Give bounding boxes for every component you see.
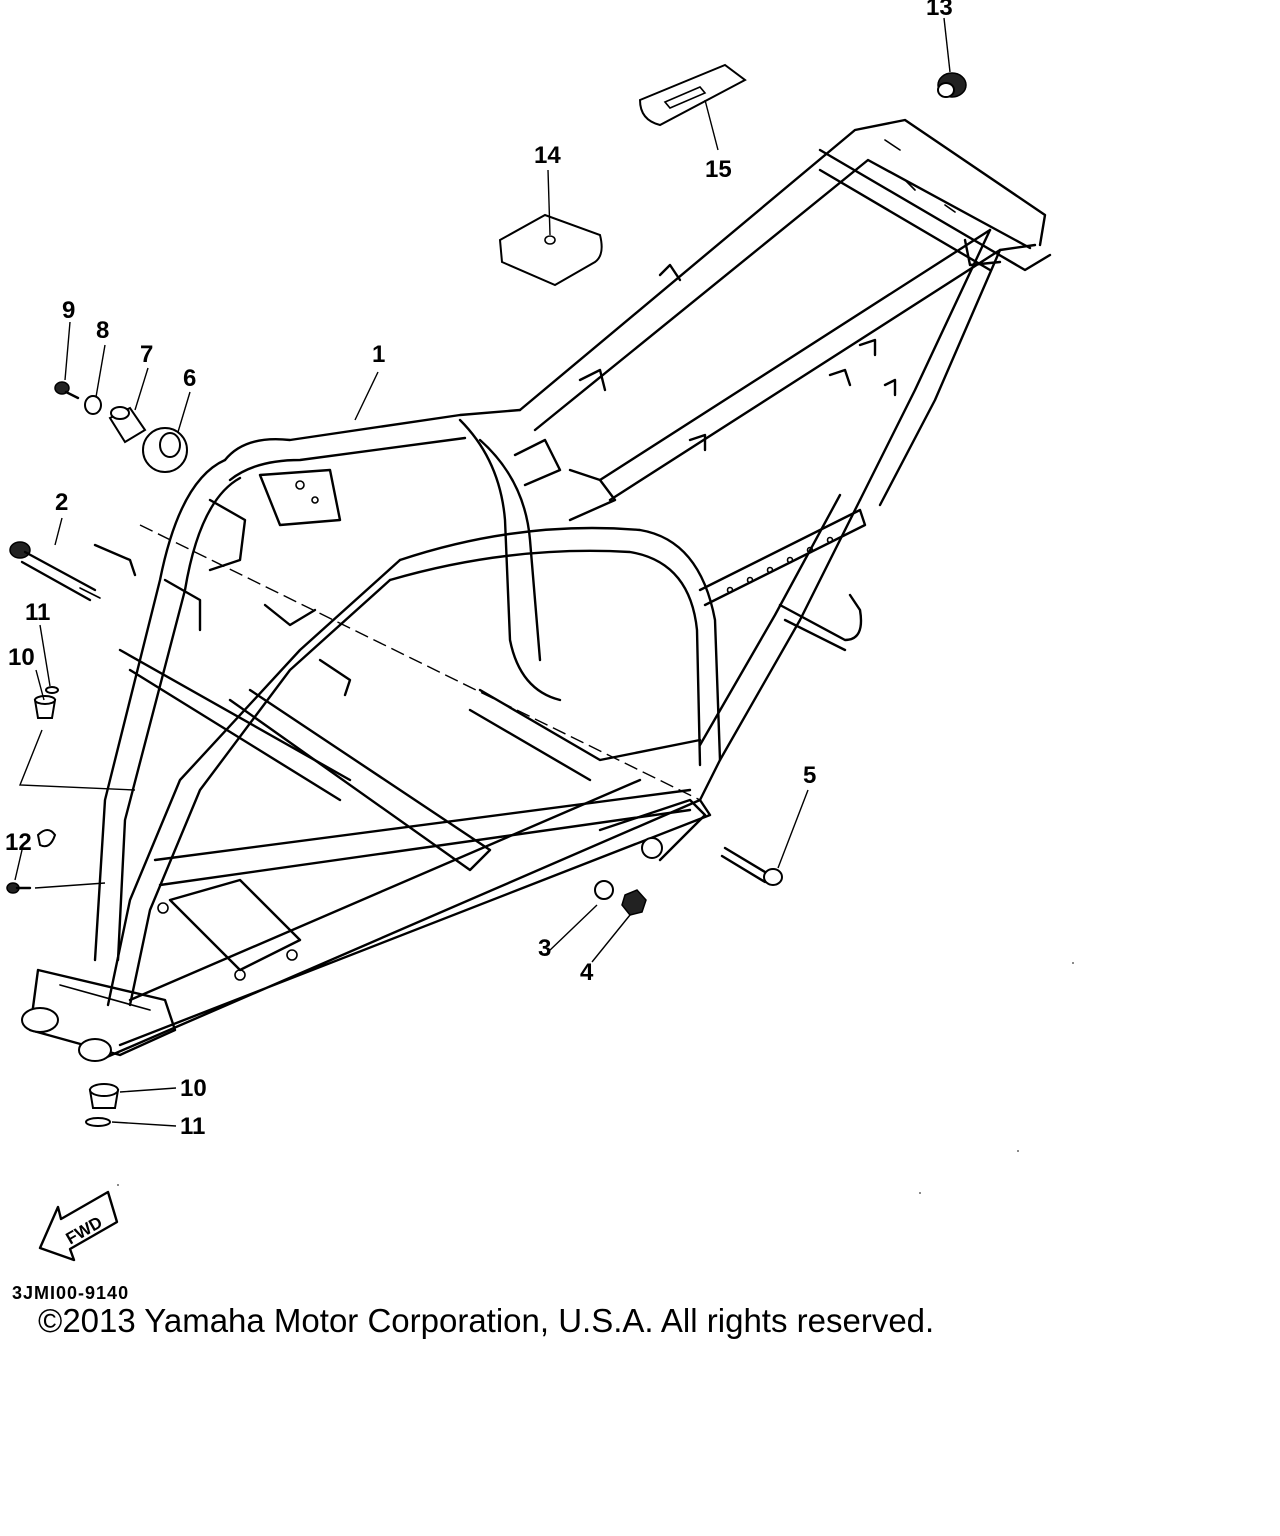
- grommet-lower: [88, 1083, 120, 1109]
- scan-specks: [117, 962, 1074, 1194]
- callout-4: 4: [580, 959, 594, 986]
- callout-14: 14: [534, 142, 561, 169]
- callout-11b: 11: [180, 1113, 205, 1140]
- callout-12: 12: [5, 829, 32, 856]
- callout-9: 9: [62, 297, 75, 324]
- fwd-arrow-icon: FWD: [38, 1190, 119, 1262]
- callout-3: 3: [538, 935, 551, 962]
- callout-13: 13: [926, 0, 953, 21]
- callout-2: 2: [55, 489, 68, 516]
- engine-bolt: [720, 846, 783, 886]
- screw: [6, 882, 32, 894]
- o-ring-lower: [85, 1117, 111, 1127]
- callout-10b: 10: [180, 1075, 207, 1102]
- washer: [594, 880, 614, 900]
- pad: [498, 213, 603, 287]
- o-ring-upper: [45, 686, 59, 694]
- plate-washer: [84, 395, 102, 415]
- leader-lines: [14, 17, 951, 1127]
- nut: [621, 889, 647, 916]
- callout-5: 5: [803, 762, 816, 789]
- rubber-collar: [142, 427, 188, 473]
- callout-6: 6: [183, 365, 196, 392]
- top-cap: [937, 72, 967, 98]
- grommet-upper: [33, 695, 57, 719]
- pivot-bolt: [9, 541, 101, 602]
- callout-11a: 11: [25, 599, 50, 626]
- label-plate: [638, 63, 747, 127]
- callout-1: 1: [372, 341, 385, 368]
- slot-holes: [726, 536, 834, 594]
- callout-15: 15: [705, 156, 732, 183]
- reference-code: 3JMI00-9140: [12, 1283, 130, 1303]
- fwd-label: FWD: [63, 1213, 106, 1249]
- callout-8: 8: [96, 317, 109, 344]
- callout-10a: 10: [8, 644, 35, 671]
- callout-7: 7: [140, 341, 153, 368]
- clamp: [36, 829, 57, 848]
- spacer: [108, 406, 147, 444]
- callouts: 1 2 3 4 5 6 7 8 9 11 10 12 10 11 13 14 1…: [5, 0, 953, 1140]
- copyright-notice: ©2013 Yamaha Motor Corporation, U.S.A. A…: [38, 1302, 935, 1339]
- small-bolt: [54, 381, 80, 400]
- main-frame: [21, 118, 1052, 1062]
